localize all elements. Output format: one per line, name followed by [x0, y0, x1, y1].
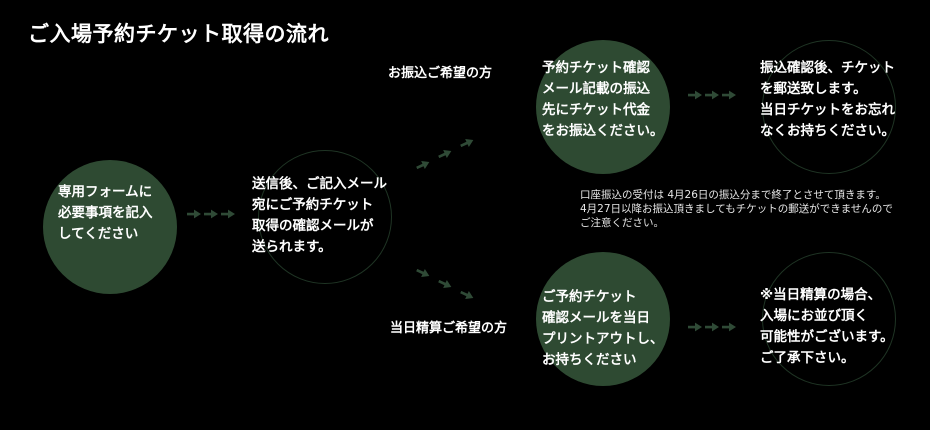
step-mail-circle — [762, 40, 896, 174]
step-email-text: 送信後、ご記入メール 宛にご予約チケット 取得の確認メールが 送られます。 — [252, 176, 387, 255]
page-title: ご入場予約チケット取得の流れ — [28, 22, 329, 46]
branch-transfer-label: お振込ご希望の方 — [388, 66, 493, 81]
step-email-circle — [258, 150, 392, 284]
transfer-deadline-note: 口座振込の受付は 4月26日の振込分まで終了とさせて頂きます。 4月27日以降お… — [580, 189, 893, 229]
branch-onsite-label: 当日精算ご希望の方 — [390, 321, 508, 336]
arrow-to-transfer-branch — [414, 136, 476, 172]
step-form-text: 専用フォームに 必要事項を記入 してください — [58, 184, 153, 242]
arrow-print-to-onsite — [688, 322, 736, 332]
step-print-circle — [536, 252, 670, 386]
step-onsite-text: ※当日精算の場合、 入場にお並び頂く 可能性がございます。 ご了承下さい。 — [760, 287, 894, 366]
arrow-transfer-to-mail — [688, 90, 736, 100]
arrow-to-onsite-branch — [414, 266, 476, 302]
step-form-circle — [43, 160, 177, 294]
step-transfer-circle — [536, 40, 670, 174]
step-transfer-text: 予約チケット確認 メール記載の振込 先にチケット代金 をお振込ください。 — [542, 60, 664, 139]
step-mail-text: 振込確認後、チケット を郵送致します。 当日チケットをお忘れ なくお持ちください… — [760, 60, 895, 139]
step-onsite-circle — [762, 252, 896, 386]
arrow-form-to-email — [187, 209, 235, 219]
step-print-text: ご予約チケット 確認メールを当日 プリントアウトし、 お持ちください — [542, 289, 664, 368]
